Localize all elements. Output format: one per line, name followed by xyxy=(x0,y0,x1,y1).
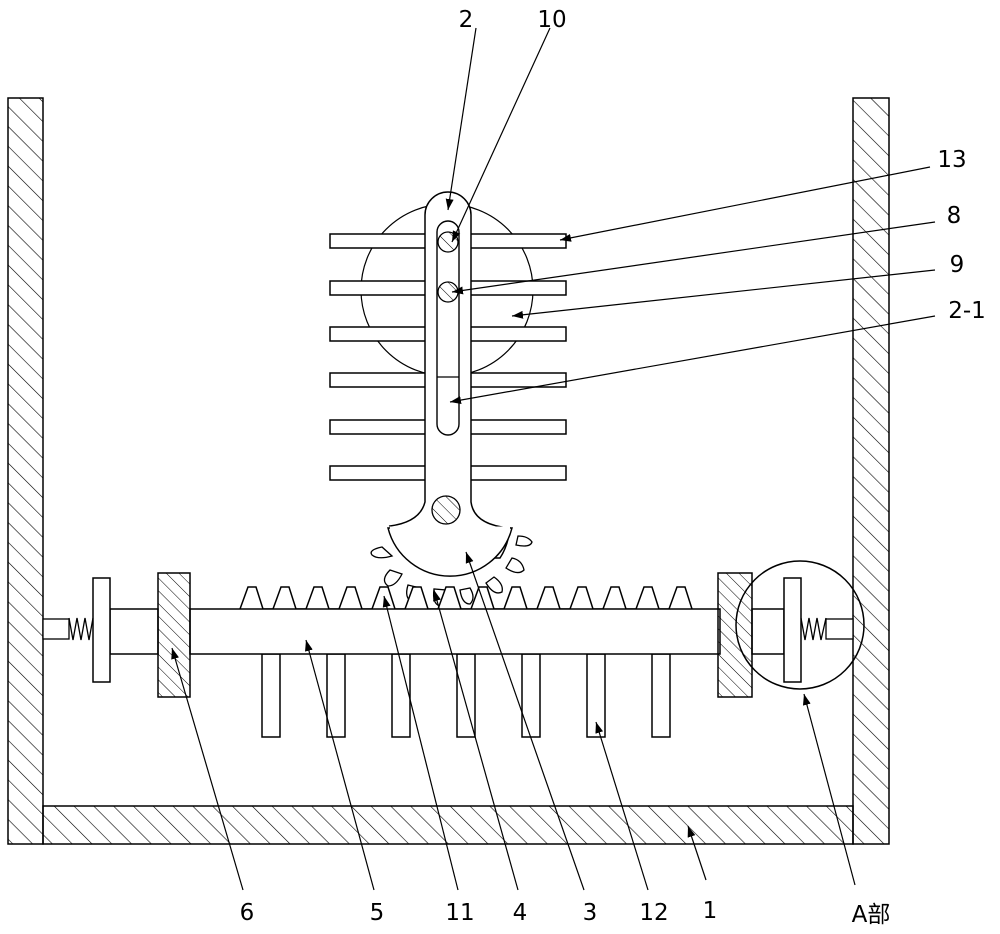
shaft xyxy=(189,608,721,655)
end-plates xyxy=(92,577,802,683)
guide-blocks xyxy=(157,572,753,698)
label-10: 10 xyxy=(537,7,566,33)
label-1: 1 xyxy=(703,898,718,924)
sector-gear xyxy=(387,527,513,577)
label-11: 11 xyxy=(445,900,474,926)
label-12: 12 xyxy=(639,900,668,926)
arm-slot xyxy=(436,220,460,436)
detail-circle-a xyxy=(735,560,865,690)
label-8: 8 xyxy=(947,203,962,229)
label-4: 4 xyxy=(513,900,528,926)
label-a-part: A部 xyxy=(852,902,891,928)
shaft-ends xyxy=(109,608,785,655)
label-5: 5 xyxy=(370,900,385,926)
lower-rods xyxy=(261,653,671,738)
label-2: 2 xyxy=(459,7,474,33)
housing xyxy=(7,97,890,845)
callout-labels: 2 10 13 8 9 2-1 6 5 11 4 3 12 1 A部 xyxy=(240,7,986,928)
label-13: 13 xyxy=(937,147,966,173)
label-3: 3 xyxy=(583,900,598,926)
label-6: 6 xyxy=(240,900,255,926)
label-9: 9 xyxy=(950,252,965,278)
leader-lines xyxy=(171,27,936,891)
label-2-1: 2-1 xyxy=(948,298,986,324)
springs xyxy=(42,617,854,641)
